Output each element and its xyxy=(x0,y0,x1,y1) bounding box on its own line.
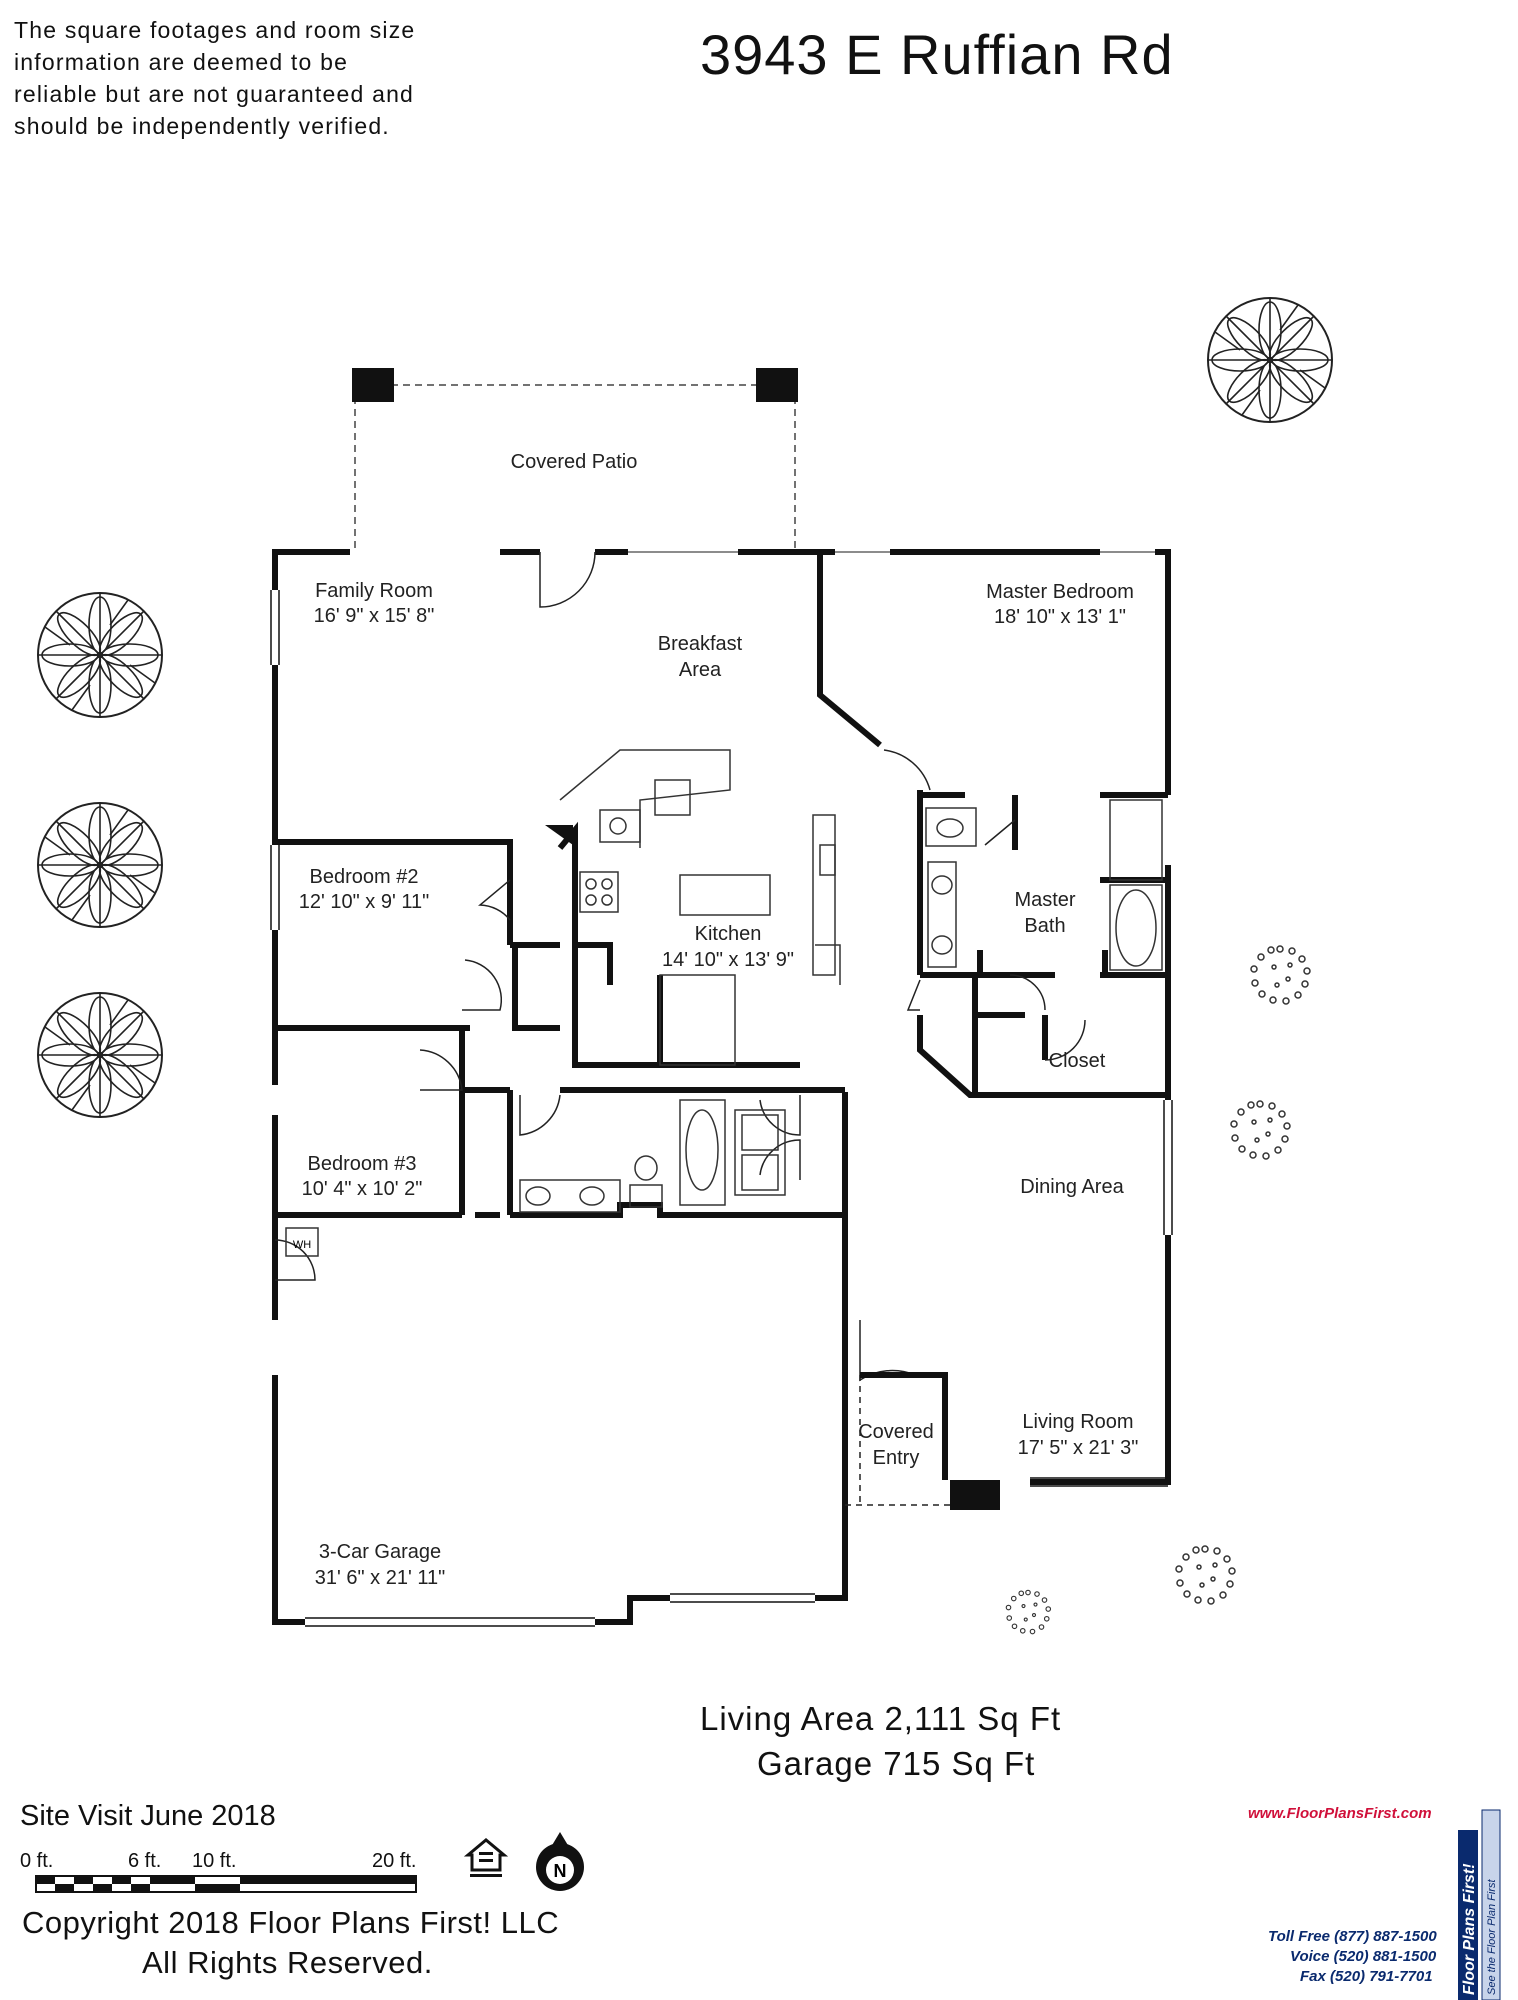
tree-icon xyxy=(1207,297,1333,423)
shrub-icon xyxy=(1250,945,1311,1005)
interior-walls xyxy=(275,552,1168,1218)
toll-free-number: Toll Free (877) 887-1500 xyxy=(1268,1928,1437,1945)
breakfast-area-label-2: Area xyxy=(679,659,722,681)
master-bedroom-size: 18' 10" x 13' 1" xyxy=(994,606,1126,628)
fax-number: Fax (520) 791-7701 xyxy=(1300,1968,1433,1985)
living-area-total: Living Area 2,111 Sq Ft xyxy=(700,1700,1062,1737)
water-heater-label: WH xyxy=(293,1239,311,1251)
site-visit-date: Site Visit June 2018 xyxy=(20,1800,276,1832)
garage-size: 31' 6" x 21' 11" xyxy=(315,1567,445,1589)
breakfast-area-label: Breakfast xyxy=(658,633,743,655)
family-room-size: 16' 9" x 15' 8" xyxy=(314,605,435,627)
garage-label: 3-Car Garage xyxy=(319,1541,441,1563)
doors xyxy=(274,551,1086,1506)
living-room-size: 17' 5" x 21' 3" xyxy=(1018,1437,1139,1459)
master-bath-label: Master xyxy=(1014,889,1075,911)
north-arrow-icon: N xyxy=(536,1832,584,1891)
copyright-line: Copyright 2018 Floor Plans First! LLC xyxy=(22,1905,560,1940)
property-address: 3943 E Ruffian Rd xyxy=(700,23,1174,86)
closet-label: Closet xyxy=(1049,1050,1106,1072)
garage-area-total: Garage 715 Sq Ft xyxy=(757,1745,1036,1782)
exterior-walls xyxy=(272,549,1171,1625)
covered-patio-label: Covered Patio xyxy=(511,451,638,473)
covered-entry-label: Covered xyxy=(858,1421,934,1443)
covered-entry-label-2: Entry xyxy=(873,1447,920,1469)
bedroom2-label: Bedroom #2 xyxy=(310,866,419,888)
bedroom2-size: 12' 10" x 9' 11" xyxy=(299,891,429,913)
rights-reserved-line: All Rights Reserved. xyxy=(142,1945,433,1980)
equal-housing-icon xyxy=(463,1838,509,1877)
tree-icon xyxy=(37,592,163,718)
north-label: N xyxy=(554,1861,567,1881)
kitchen-label: Kitchen xyxy=(695,923,762,945)
voice-number: Voice (520) 881-1500 xyxy=(1290,1948,1437,1965)
logo-text: Floor Plans First! xyxy=(1461,1863,1478,1995)
bedroom3-label: Bedroom #3 xyxy=(308,1153,417,1175)
tree-icon xyxy=(37,992,163,1118)
scale-label-0: 0 ft. xyxy=(20,1850,54,1872)
scale-label-6: 6 ft. xyxy=(128,1850,162,1872)
fixtures xyxy=(285,749,1163,1257)
master-bath-label-2: Bath xyxy=(1024,915,1065,937)
family-room-label: Family Room xyxy=(315,580,433,602)
brand-logo: Floor Plans First! See the Floor Plan Fi… xyxy=(1458,1809,1501,2000)
logo-tagline: See the Floor Plan First xyxy=(1486,1879,1498,1995)
shrub-icon xyxy=(1230,1100,1291,1160)
scale-label-10: 10 ft. xyxy=(192,1850,237,1872)
disclaimer-text: The square footages and room size inform… xyxy=(14,17,416,139)
kitchen-size: 14' 10" x 13' 9" xyxy=(662,949,794,971)
master-bedroom-label: Master Bedroom xyxy=(986,581,1134,603)
brand-url-link[interactable]: www.FloorPlansFirst.com xyxy=(1248,1805,1432,1822)
covered-patio xyxy=(352,368,798,552)
bedroom3-size: 10' 4" x 10' 2" xyxy=(302,1178,423,1200)
shrub-icon xyxy=(1175,1545,1236,1605)
tree-icon xyxy=(37,802,163,928)
dining-area-label: Dining Area xyxy=(1020,1176,1124,1198)
shrub-icon xyxy=(1005,1589,1052,1635)
windows xyxy=(270,551,1173,1627)
scale-bar xyxy=(35,1875,417,1893)
living-room-label: Living Room xyxy=(1022,1411,1133,1433)
scale-label-20: 20 ft. xyxy=(372,1850,417,1872)
